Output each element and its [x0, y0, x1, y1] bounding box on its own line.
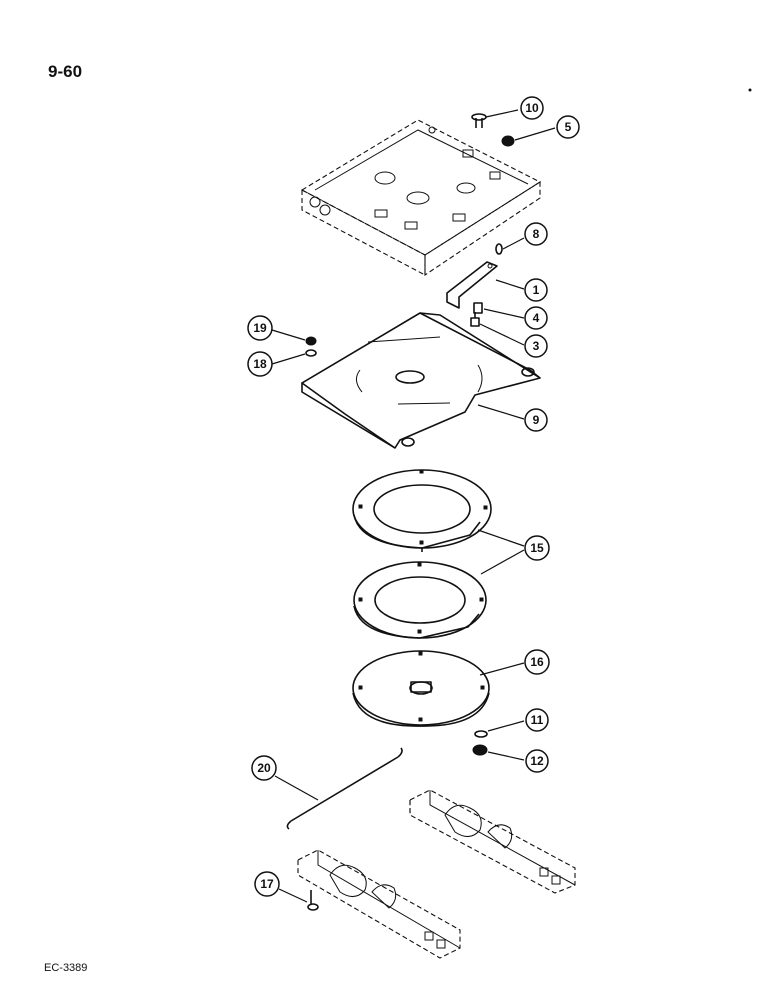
callout-16: 16: [479, 649, 550, 676]
lever-part: [446, 261, 498, 309]
nut-part: [305, 336, 317, 346]
callout-number: 16: [530, 655, 544, 669]
callout-15: 15: [477, 529, 550, 575]
friction-plate-part: [352, 469, 492, 552]
callout-number: 19: [253, 321, 267, 335]
nut-part: [501, 135, 515, 147]
callout-4: 4: [483, 306, 548, 330]
page-number: 9-60: [48, 62, 83, 81]
callout-number: 10: [525, 101, 539, 115]
callout-number: 11: [531, 713, 544, 727]
callout-number: 4: [533, 311, 540, 325]
callout-3: 3: [479, 323, 548, 358]
callout-number: 12: [530, 754, 544, 768]
slide-rail-part: [297, 849, 461, 959]
callout-20: 20: [251, 755, 319, 801]
slide-rail-part: [409, 789, 576, 894]
callout-8: 8: [502, 222, 548, 250]
callout-number: 15: [530, 541, 544, 555]
callout-17: 17: [254, 871, 308, 903]
drawing-code: EC-3389: [44, 962, 88, 974]
callout-number: 8: [533, 227, 540, 241]
bearing-plate-part: [352, 650, 490, 727]
bushing-part: [473, 302, 483, 314]
clip-part: [495, 243, 503, 255]
callout-number: 5: [565, 120, 572, 134]
bolt-part: [471, 113, 487, 128]
callout-9: 9: [477, 404, 548, 432]
callout-number: 9: [533, 413, 540, 427]
friction-plate-part: [353, 561, 487, 639]
callout-19: 19: [247, 315, 306, 341]
callout-number: 17: [260, 877, 274, 891]
callout-number: 18: [253, 357, 267, 371]
callout-number: 1: [533, 283, 540, 297]
washer-part: [474, 730, 488, 738]
swivel-plate-part: [301, 312, 541, 449]
callout-11: 11: [487, 708, 549, 732]
callout-18: 18: [247, 351, 306, 377]
callout-10: 10: [485, 96, 544, 120]
callout-number: 20: [257, 761, 271, 775]
screw-part: [470, 312, 480, 327]
bolt-part: [307, 890, 319, 911]
nut-part: [472, 744, 488, 756]
callout-1: 1: [495, 278, 548, 302]
callout-12: 12: [487, 749, 549, 773]
rod-part: [286, 747, 403, 830]
callout-number: 3: [533, 339, 540, 353]
seat-frame-part: [300, 119, 542, 277]
callout-5: 5: [514, 115, 580, 141]
washer-part: [305, 349, 317, 357]
